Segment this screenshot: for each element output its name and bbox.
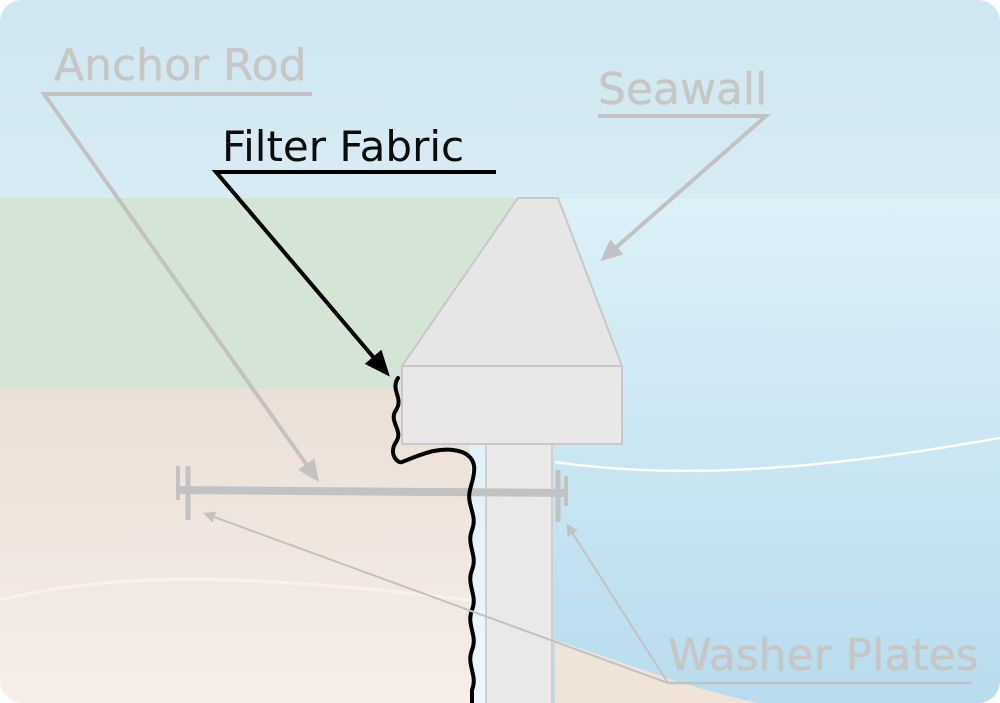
- filter-fabric-label: Filter Fabric: [222, 122, 465, 171]
- anchor-rod: [177, 486, 567, 497]
- washer-plates-leader-left: [203, 511, 669, 684]
- seawall-leader: [598, 114, 772, 262]
- seawall-panel: [485, 439, 553, 703]
- soil-ground: [0, 388, 470, 703]
- seawall-label: Seawall: [598, 64, 768, 115]
- anchor-rod-leader: [40, 92, 319, 483]
- filter-fabric-leader: [211, 170, 496, 377]
- beach-sand: [555, 640, 760, 703]
- soil-surface-curve: [0, 577, 471, 602]
- water-surface-line: [554, 436, 1000, 473]
- anchor-rod-label: Anchor Rod: [54, 40, 307, 91]
- seawall-cap-base: [401, 365, 623, 445]
- washer-plates-leader-right: [566, 523, 669, 684]
- filter-fabric-line: [391, 376, 477, 703]
- washer-plates-label: Washer Plates: [668, 630, 979, 681]
